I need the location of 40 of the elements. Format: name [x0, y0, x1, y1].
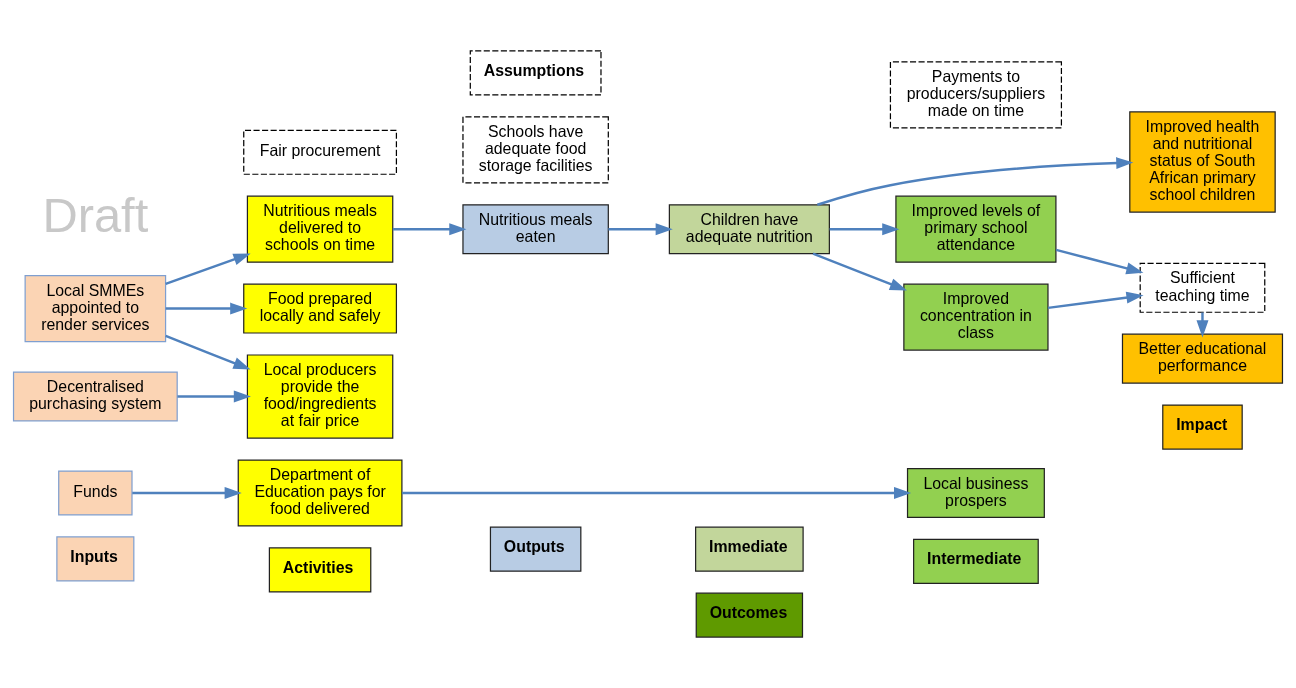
- node-box: Local business prospers: [906, 467, 1045, 519]
- node-box: Improved concentration in class: [903, 283, 1049, 351]
- node-box: Decentralised purchasing system: [12, 371, 178, 422]
- node-box: Better educational performance: [1121, 333, 1284, 384]
- node-box: Immediate: [695, 526, 804, 572]
- arrow: [829, 223, 900, 236]
- node-box: Impact: [1162, 404, 1243, 450]
- node-box: Sufficient teaching time: [1139, 262, 1266, 313]
- arrow: [132, 487, 242, 499]
- arrow: [165, 253, 251, 286]
- arrow: [392, 223, 467, 236]
- arrow: [608, 223, 673, 236]
- node-box: Fair procurement: [243, 129, 398, 175]
- arrow: [812, 252, 907, 291]
- node-box: Schools have adequate food storage facilities: [462, 116, 609, 184]
- node-box: Outcomes: [695, 592, 804, 638]
- arrow: [402, 487, 912, 499]
- node-box: Inputs: [56, 536, 135, 582]
- arrow: [817, 157, 1134, 206]
- node-box: Intermediate: [913, 538, 1039, 584]
- node-box: Nutritious meals delivered to schools on time: [246, 195, 394, 263]
- node-box: Department of Education pays for food delivered: [237, 459, 403, 527]
- node-box: Activities: [268, 547, 372, 593]
- node-box: Payments to producers/suppliers made on time: [889, 61, 1062, 129]
- node-box: Local SMMEs appointed to render services: [24, 275, 167, 343]
- node-box: Food prepared locally and safely: [243, 283, 398, 334]
- arrow: [177, 390, 251, 403]
- node-box: Improved health and nutritional status of South African primary school children: [1129, 111, 1276, 213]
- node-box: Nutritious meals eaten: [462, 204, 609, 255]
- node-box: Children have adequate nutrition: [668, 204, 830, 255]
- arrow: [1055, 248, 1144, 275]
- node-box: Improved levels of primary school attendance: [895, 195, 1057, 263]
- node-box: Funds: [58, 470, 133, 516]
- arrow: [165, 302, 248, 315]
- arrow: [1047, 291, 1144, 310]
- node-box: Outputs: [489, 526, 582, 572]
- arrow: [165, 334, 251, 370]
- node-box: Assumptions: [469, 50, 602, 96]
- node-box: Local producers provide the food/ingredients at fair price: [246, 354, 394, 439]
- arrow: [1196, 312, 1209, 338]
